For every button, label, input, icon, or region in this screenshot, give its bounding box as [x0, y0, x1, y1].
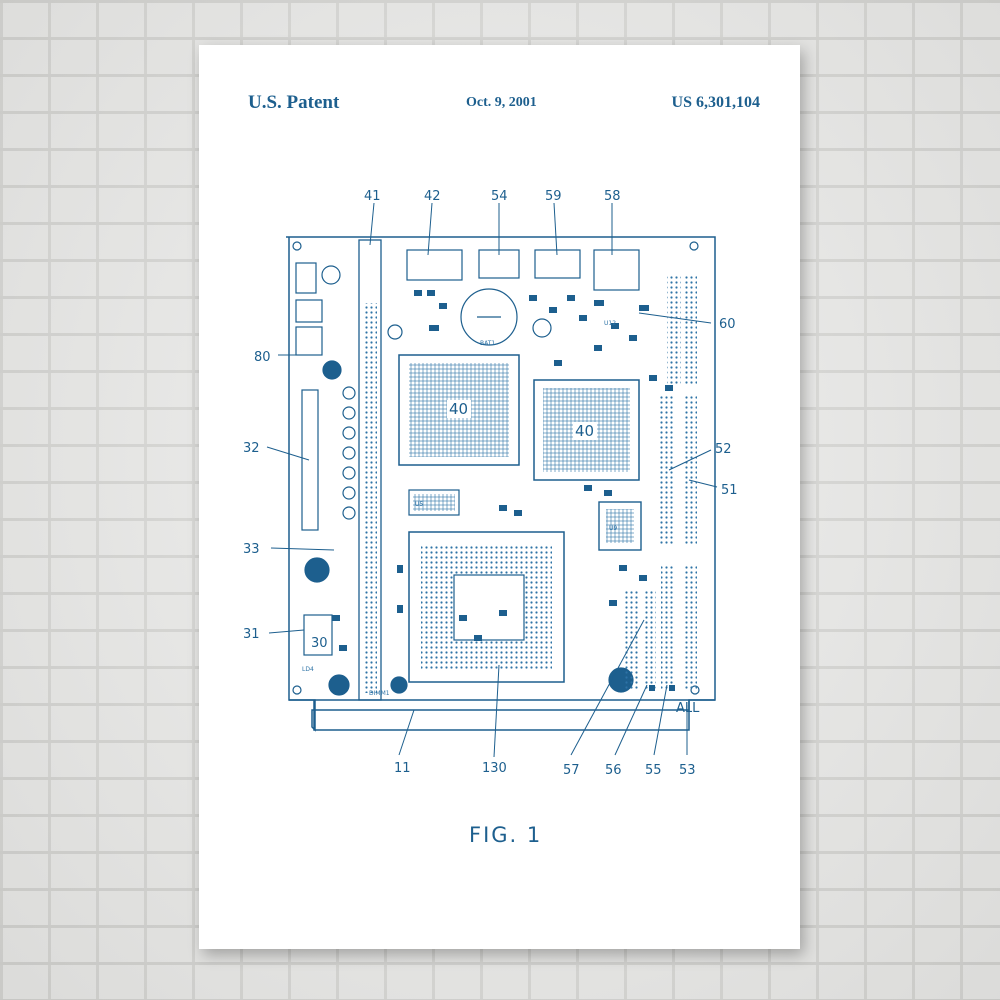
- ref-41: 41: [364, 189, 381, 204]
- ref-59: 59: [545, 189, 562, 204]
- u5-label: U5: [415, 501, 423, 508]
- patent-number: US 6,301,104: [671, 94, 760, 111]
- ref-58: 58: [604, 189, 621, 204]
- u12-label: U12: [604, 320, 616, 327]
- led-label: LD4: [302, 666, 314, 673]
- ref-42: 42: [424, 189, 441, 204]
- u9-label: U9: [609, 525, 617, 532]
- reference-numerals: 41 42 54 59 58 60 80 32 52 51 33 31 30 1…: [243, 189, 738, 778]
- ref-60: 60: [719, 317, 736, 332]
- mounting-holes: [292, 241, 700, 695]
- patent-date: Oct. 9, 2001: [466, 95, 537, 110]
- top-connectors: [406, 249, 640, 346]
- ref-54: 54: [491, 189, 508, 204]
- ref-11: 11: [394, 761, 411, 776]
- ref-57: 57: [563, 763, 580, 778]
- leader-lines: [266, 202, 718, 758]
- small-components: [332, 290, 675, 691]
- chip-40-label-a: 40: [449, 400, 468, 418]
- south-bridge-chip: [533, 379, 640, 481]
- patent-label: U.S. Patent: [248, 92, 340, 113]
- motherboard-drawing: BAT1 U5 DIMM1 LD4 U9 U12 ALL 40 40: [243, 189, 738, 847]
- ref-55: 55: [645, 763, 662, 778]
- patent-poster: U.S. Patent Oct. 9, 2001 US 6,301,104: [199, 45, 800, 949]
- dimm-slot: [358, 239, 382, 701]
- ic-u5: [408, 489, 460, 516]
- cpu-socket: [408, 531, 565, 683]
- dimm-label: DIMM1: [369, 690, 390, 697]
- ref-51: 51: [721, 483, 738, 498]
- ref-130: 130: [482, 761, 507, 776]
- ref-56: 56: [605, 763, 622, 778]
- ref-30: 30: [311, 636, 328, 651]
- ref-52: 52: [715, 442, 732, 457]
- figure-caption: FIG. 1: [469, 823, 542, 847]
- ref-53: 53: [679, 763, 696, 778]
- north-bridge-chip: [398, 354, 520, 466]
- all-label: ALL: [676, 701, 700, 716]
- power-section: [295, 262, 342, 656]
- plcc-chip: [598, 501, 642, 551]
- ref-33: 33: [243, 542, 260, 557]
- battery-label: BAT1: [480, 340, 495, 347]
- chip-40-label-b: 40: [575, 422, 594, 440]
- right-headers: [624, 275, 697, 690]
- ref-32: 32: [243, 441, 260, 456]
- ref-31: 31: [243, 627, 260, 642]
- ref-80: 80: [254, 350, 271, 365]
- capacitors: [304, 318, 634, 696]
